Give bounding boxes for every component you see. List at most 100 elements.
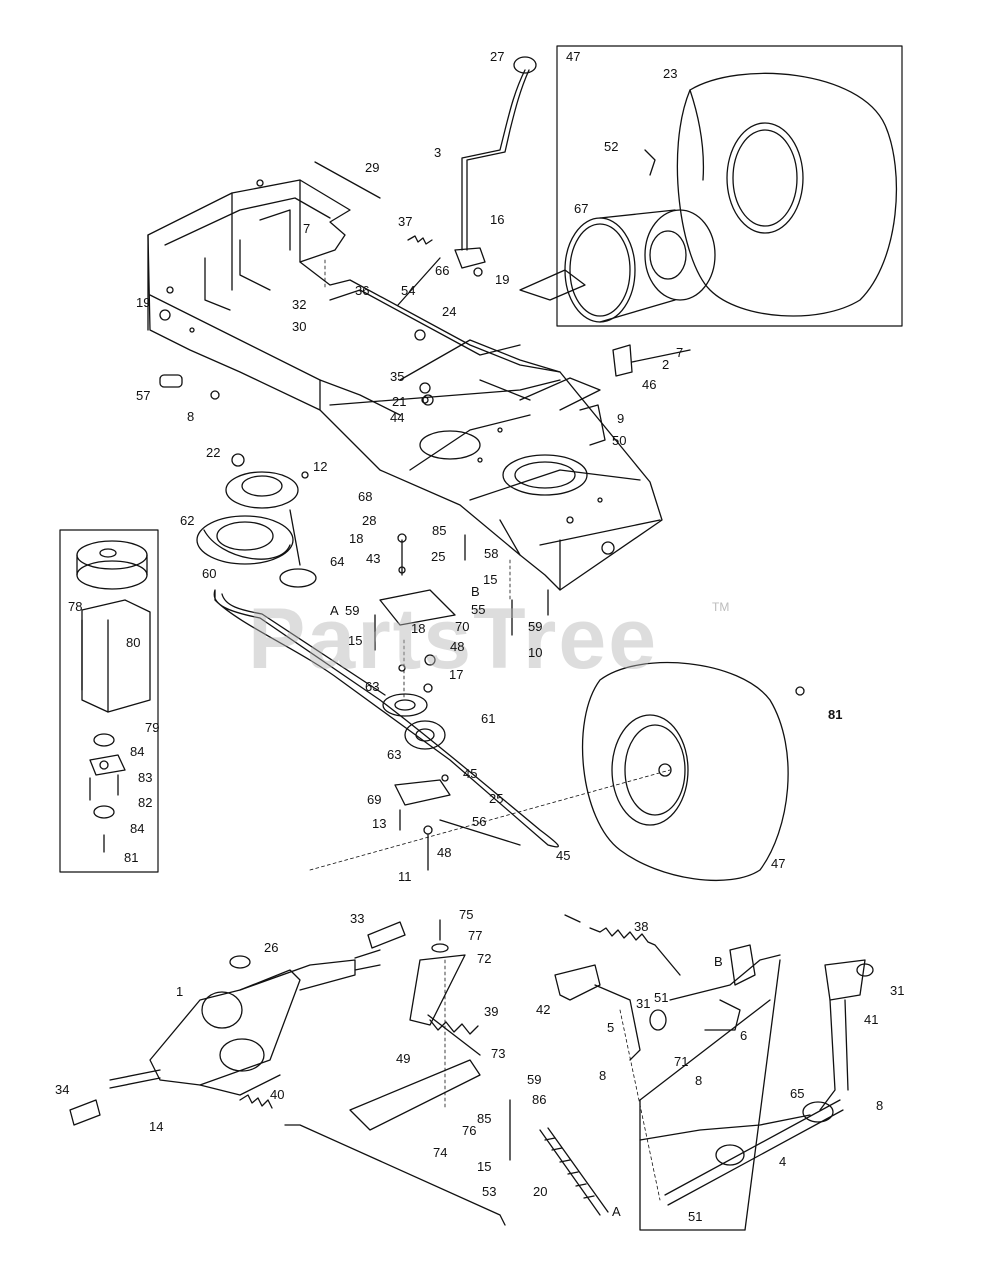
callout-16: 16 <box>490 212 505 227</box>
callout-83: 83 <box>138 770 153 785</box>
callout-79: 79 <box>145 720 160 735</box>
callout-36: 36 <box>355 283 370 298</box>
callout-2: 2 <box>662 357 670 372</box>
callout-49: 49 <box>396 1051 411 1066</box>
spring-37 <box>407 235 433 245</box>
inset-rim <box>564 209 716 323</box>
callout-14: 14 <box>149 1119 164 1134</box>
callout-15c: 15 <box>477 1159 492 1174</box>
callout-84b: 84 <box>130 821 145 836</box>
callout-47: 47 <box>771 856 786 871</box>
callout-81: 81 <box>124 850 139 865</box>
callout-15: 15 <box>483 572 498 587</box>
callout-11: 11 <box>398 869 412 884</box>
callout-32: 32 <box>292 297 307 312</box>
callout-43: 43 <box>366 551 381 566</box>
drive-belt <box>213 589 559 848</box>
callout-6: 6 <box>740 1028 748 1043</box>
callout-37: 37 <box>398 214 413 229</box>
callout-9: 9 <box>617 411 625 426</box>
callout-1: 1 <box>176 984 184 999</box>
callout-81b: 81 <box>828 707 843 722</box>
callout-28: 28 <box>362 513 377 528</box>
callout-66: 66 <box>435 263 450 278</box>
callout-13: 13 <box>372 816 387 831</box>
callout-84: 84 <box>130 744 145 759</box>
callout-23: 23 <box>663 66 678 81</box>
pulley-inset-parts <box>76 540 151 853</box>
callout-18: 18 <box>349 531 364 546</box>
callout-73: 73 <box>491 1046 506 1061</box>
callout-18b: 18 <box>411 621 426 636</box>
callout-57: 57 <box>136 388 151 403</box>
rear-tire <box>581 661 789 881</box>
callout-74: 74 <box>433 1145 448 1160</box>
callout-53: 53 <box>482 1184 497 1199</box>
callout-39: 39 <box>484 1004 499 1019</box>
callout-8c: 8 <box>695 1073 703 1088</box>
callout-64: 64 <box>330 554 345 569</box>
chassis-frame <box>147 179 663 591</box>
callout-67: 67 <box>574 201 589 216</box>
callout-45b: 45 <box>556 848 571 863</box>
callout-17: 17 <box>449 667 464 682</box>
callout-25b: 25 <box>489 791 504 806</box>
callout-15b: 15 <box>348 633 363 648</box>
axle-34 <box>69 1099 101 1126</box>
callout-86: 86 <box>532 1092 547 1107</box>
callout-7b: 7 <box>676 345 684 360</box>
axle-33 <box>367 921 406 949</box>
callout-59c: 59 <box>527 1072 542 1087</box>
callout-44: 44 <box>390 410 405 425</box>
pulley-63b <box>404 720 446 750</box>
callout-25: 25 <box>431 549 446 564</box>
callout-50: 50 <box>612 433 627 448</box>
callout-21: 21 <box>392 394 407 409</box>
callout-3: 3 <box>434 145 442 160</box>
callout-51b: 51 <box>688 1209 703 1224</box>
callout-38: 38 <box>634 919 649 934</box>
callout-29: 29 <box>365 160 380 175</box>
trademark-mark: TM <box>712 600 730 614</box>
callout-40: 40 <box>270 1087 285 1102</box>
callout-63: 63 <box>365 679 380 694</box>
wheel-inset-box <box>556 45 903 327</box>
callout-31: 31 <box>890 983 905 998</box>
callout-8: 8 <box>187 409 195 424</box>
callout-70: 70 <box>455 619 470 634</box>
callout-59: 59 <box>345 603 360 618</box>
callout-5: 5 <box>607 1020 615 1035</box>
callout-72: 72 <box>477 951 492 966</box>
callout-60: 60 <box>202 566 217 581</box>
callout-19: 19 <box>495 272 510 287</box>
callout-34: 34 <box>55 1082 70 1097</box>
callout-35: 35 <box>390 369 405 384</box>
callout-54: 54 <box>401 283 416 298</box>
callout-19b: 19 <box>136 295 151 310</box>
callout-82: 82 <box>138 795 153 810</box>
callout-4: 4 <box>779 1154 787 1169</box>
callout-85b: 85 <box>477 1111 492 1126</box>
rod-29 <box>314 161 381 199</box>
callout-33: 33 <box>350 911 365 926</box>
callout-69: 69 <box>367 792 382 807</box>
transmission <box>109 949 381 1096</box>
valve-stem-52 <box>644 149 656 176</box>
callout-27: 27 <box>490 49 505 64</box>
callout-10: 10 <box>528 645 543 660</box>
callout-58: 58 <box>484 546 499 561</box>
callout-85: 85 <box>432 523 447 538</box>
callout-52: 52 <box>604 139 619 154</box>
callout-65: 65 <box>790 1086 805 1101</box>
callout-22: 22 <box>206 445 221 460</box>
callout-45: 45 <box>463 766 478 781</box>
callout-59b: 59 <box>528 619 543 634</box>
inset-box-label: 47 <box>566 49 581 64</box>
pulley-inset-box <box>59 529 159 873</box>
watermark: PartsTree <box>248 591 659 687</box>
callout-76: 76 <box>462 1123 477 1138</box>
callout-A: A <box>330 603 339 618</box>
pulley-63a <box>382 693 428 717</box>
callout-20: 20 <box>533 1184 548 1199</box>
callout-B2: B <box>714 954 723 969</box>
